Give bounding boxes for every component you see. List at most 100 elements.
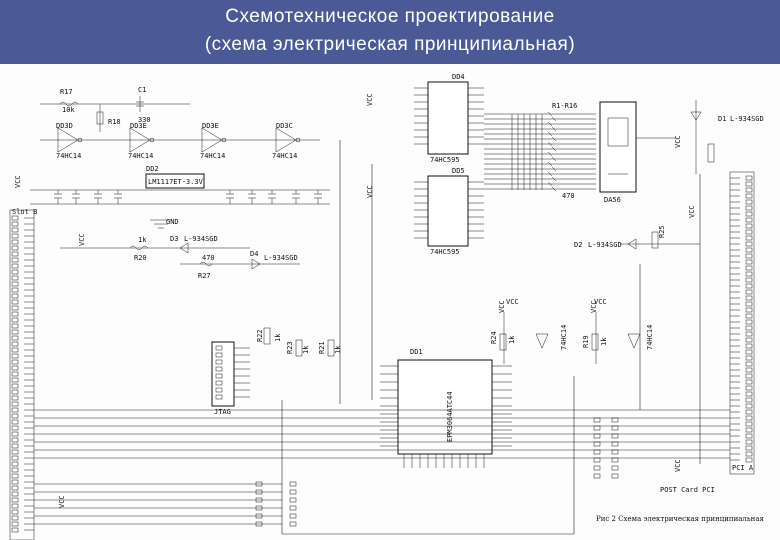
connector-pad [11, 431, 19, 437]
connector-pad [745, 451, 753, 457]
r23-ref: R23 [286, 341, 294, 354]
connector-pad [11, 329, 19, 335]
connector-pad [745, 403, 753, 409]
rnet-resistor [547, 151, 553, 157]
rnet-value: 470 [562, 192, 575, 200]
connector-pad [11, 455, 19, 461]
vcc-label-bottom-left: VCC [58, 495, 66, 508]
buffer1-type: 74HC14 [560, 325, 568, 350]
connector-pad [11, 383, 19, 389]
dd4-ref: DD4 [452, 73, 465, 81]
rnet-resistor [547, 121, 553, 127]
bus-terminal [611, 449, 619, 455]
connector-pad [11, 245, 19, 251]
jtag-pad [215, 345, 223, 351]
bus-terminal [611, 465, 619, 471]
jtag-pad [215, 373, 223, 379]
connector-pad [745, 361, 753, 367]
bus-terminal [593, 417, 601, 423]
bus-terminal [611, 433, 619, 439]
d4-part: L-934SGD [264, 254, 298, 262]
connector-pad [11, 227, 19, 233]
connector-pad [745, 205, 753, 211]
rnet-resistor [551, 166, 557, 172]
bus-terminal [289, 481, 297, 487]
rnet-resistor [551, 186, 557, 192]
connector-pad [11, 353, 19, 359]
connector-pad [745, 253, 753, 259]
r21-ref: R21 [318, 341, 326, 354]
connector-pad [745, 391, 753, 397]
connector-pad [745, 367, 753, 373]
connector-pad [745, 427, 753, 433]
jtag-pad [215, 366, 223, 372]
connector-pad [11, 377, 19, 383]
vcc-label-buf1: VCC [498, 300, 506, 313]
r20-ref: R20 [134, 254, 147, 262]
connector-pad [745, 331, 753, 337]
connector-pad [11, 449, 19, 455]
bus-terminal [593, 465, 601, 471]
rnet-resistor [551, 146, 557, 152]
connector-pad [745, 439, 753, 445]
gate-1-type: 74HC14 [56, 152, 81, 160]
connector-pad [745, 259, 753, 265]
rnet-resistor [551, 176, 557, 182]
connector-pad [745, 337, 753, 343]
display-da56: DA56 VCC [599, 101, 682, 204]
gate-4-type: 74HC14 [272, 152, 297, 160]
connector-pad [745, 355, 753, 361]
connector-pad [11, 473, 19, 479]
jtag-connector: JTAG R22 1k R23 1k R21 1k [211, 327, 342, 416]
ic-dd4: DD4 74HC595 [414, 73, 484, 164]
rnet-resistor [547, 141, 553, 147]
figure-caption: Рис 2 Схема электрическая принципиальная [596, 515, 765, 523]
connector-pad [11, 347, 19, 353]
r19-value: 1k [600, 337, 608, 346]
bus-terminal [611, 441, 619, 447]
d3-ref: D3 [170, 235, 178, 243]
connector-pad [745, 379, 753, 385]
connector-pad [745, 223, 753, 229]
jtag-pad [215, 352, 223, 358]
bus-terminal [255, 521, 263, 527]
schematic-diagram: Slot B PCI A R17 10k R18 C1 330 DD3D 74H… [9, 73, 765, 540]
right-edge-connector: PCI A [729, 171, 755, 475]
bus-terminal [593, 433, 601, 439]
connector-pad [11, 467, 19, 473]
r23-value: 1k [302, 345, 310, 354]
connector-pad [11, 311, 19, 317]
connector-pad [745, 235, 753, 241]
jtag-pad [215, 387, 223, 393]
inverter-dd3e-b: DD3E 74HC14 [200, 122, 227, 160]
rnet-resistor [547, 111, 553, 117]
connector-pad [11, 341, 19, 347]
connector-pad [745, 289, 753, 295]
r17-ref: R17 [60, 88, 73, 96]
rnet-ref: R1-R16 [552, 102, 577, 110]
bus-terminal [593, 441, 601, 447]
connector-pad [745, 409, 753, 415]
power-section: VCC DD2 LM1117ET-3.3V GND [14, 165, 330, 229]
connector-pad [11, 239, 19, 245]
connector-pad [11, 479, 19, 485]
connector-pad [11, 215, 19, 221]
rnet-resistor [551, 116, 557, 122]
buffer-area: VCC R24 1k 74HC14 VCC R19 1k 74HC14 [490, 300, 654, 364]
connector-pad [745, 343, 753, 349]
left-edge-connector: Slot B [9, 208, 37, 540]
connector-pad [745, 241, 753, 247]
connector-pad [745, 175, 753, 181]
connector-pad [11, 281, 19, 287]
dd5-type: 74HC595 [430, 248, 460, 256]
connector-pad [11, 365, 19, 371]
ic-dd5: DD5 74HC595 [414, 167, 484, 256]
r27-ref: R27 [198, 272, 211, 280]
connector-pad [745, 199, 753, 205]
resistor-network: R1-R16 470 [484, 102, 596, 200]
connector-pad [11, 389, 19, 395]
connector-pad [11, 443, 19, 449]
connector-pad [745, 457, 753, 463]
connector-pad [11, 491, 19, 497]
r21-value: 1k [334, 345, 342, 354]
